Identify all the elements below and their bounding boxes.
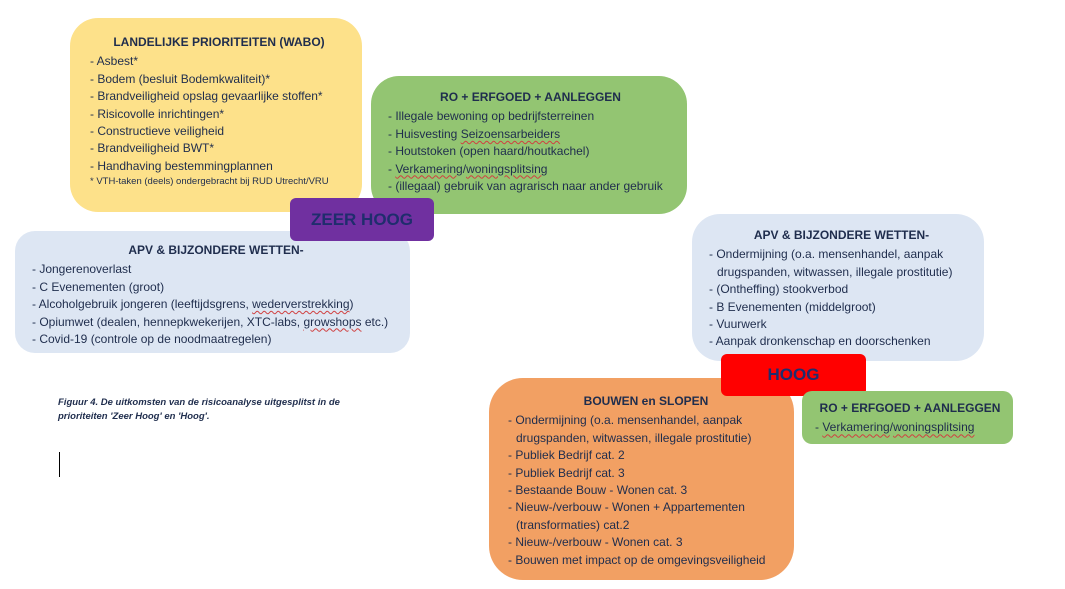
list-item: - Alcoholgebruik jongeren (leeftijdsgren… [32, 297, 354, 312]
list-item: - Bestaande Bouw - Wonen cat. 3 [508, 483, 688, 498]
list-item: drugspanden, witwassen, illegale prostit… [717, 264, 953, 279]
list-item: - Ondermijning (o.a. mensenhandel, aanpa… [709, 247, 944, 262]
list-item: - Jongerenoverlast [32, 262, 132, 277]
bouwen-slopen-box: BOUWEN en SLOPEN - Ondermijning (o.a. me… [489, 378, 794, 580]
apv-zeer-hoog-box: APV & BIJZONDERE WETTEN- - Jongerenoverl… [15, 231, 410, 353]
ro-erfgoed-zeer-hoog-box: RO + ERFGOED + AANLEGGEN - Illegale bewo… [371, 76, 687, 214]
list-item: - Huisvesting Seizoensarbeiders [388, 126, 561, 141]
list-item: - Nieuw-/verbouw - Wonen cat. 3 [508, 535, 683, 550]
list-item: - Constructieve veiligheid [90, 124, 225, 139]
ro-erfgoed-title: RO + ERFGOED + AANLEGGEN [440, 90, 621, 104]
landelijke-prioriteiten-box: LANDELIJKE PRIORITEITEN (WABO) - Asbest*… [70, 18, 362, 212]
list-item: - Publiek Bedrijf cat. 3 [508, 465, 625, 480]
list-item: - (illegaal) gebruik van agrarisch naar … [388, 179, 663, 194]
list-item: - C Evenementen (groot) [32, 279, 165, 294]
figure-caption: Figuur 4. De uitkomsten van de risicoana… [58, 397, 340, 422]
list-item: - Asbest* [90, 54, 139, 69]
list-item: (transformaties) cat.2 [516, 517, 630, 532]
apv-list: - Jongerenoverlast - C Evenementen (groo… [32, 261, 400, 348]
ro-erfgoed-list: - Verkamering/woningsplitsing [815, 419, 1005, 436]
list-item: drugspanden, witwassen, illegale prostit… [516, 430, 752, 445]
hoog-badge: HOOG [721, 354, 866, 396]
landelijke-prioriteiten-title: LANDELIJKE PRIORITEITEN (WABO) [113, 35, 325, 49]
list-item: - Bouwen met impact op de omgevingsveili… [508, 552, 766, 567]
list-item: - Houtstoken (open haard/houtkachel) [388, 144, 590, 159]
apv-title: APV & BIJZONDERE WETTEN- [753, 228, 930, 242]
footnote: * VTH-taken (deels) ondergebracht bij RU… [90, 176, 329, 188]
list-item: - Covid-19 (controle op de noodmaatregel… [32, 332, 272, 347]
list-item: - Ondermijning (o.a. mensenhandel, aanpa… [508, 413, 743, 428]
apv-hoog-box: APV & BIJZONDERE WETTEN- - Ondermijning … [692, 214, 984, 361]
apv-list: - Ondermijning (o.a. mensenhandel, aanpa… [709, 246, 974, 350]
list-item: - Bodem (besluit Bodemkwaliteit)* [90, 71, 271, 86]
list-item: - B Evenementen (middelgroot) [709, 299, 876, 314]
landelijke-prioriteiten-list: - Asbest* - Bodem (besluit Bodemkwalitei… [90, 53, 348, 189]
ro-erfgoed-title: RO + ERFGOED + AANLEGGEN [819, 401, 1001, 415]
list-item: - Verkamering/woningsplitsing [815, 420, 975, 435]
zeer-hoog-badge: ZEER HOOG [290, 198, 434, 241]
list-item: - Verkamering/woningsplitsing [388, 161, 548, 176]
list-item: - Opiumwet (dealen, hennepkwekerijen, XT… [32, 314, 389, 329]
list-item: - Brandveiligheid opslag gevaarlijke sto… [90, 89, 323, 104]
list-item: - Illegale bewoning op bedrijfsterreinen [388, 109, 595, 124]
list-item: - Brandveiligheid BWT* [90, 141, 215, 156]
text-cursor [59, 452, 60, 477]
ro-erfgoed-hoog-box: RO + ERFGOED + AANLEGGEN - Verkamering/w… [802, 391, 1013, 444]
list-item: - (Ontheffing) stookverbod [709, 282, 849, 297]
list-item: - Handhaving bestemmingplannen [90, 158, 273, 173]
list-item: - Vuurwerk [709, 317, 767, 332]
list-item: - Risicovolle inrichtingen* [90, 106, 225, 121]
bouwen-slopen-list: - Ondermijning (o.a. mensenhandel, aanpa… [508, 412, 784, 569]
list-item: - Aanpak dronkenschap en doorschenken [709, 334, 931, 349]
bouwen-slopen-title: BOUWEN en SLOPEN [583, 394, 709, 408]
apv-title: APV & BIJZONDERE WETTEN- [128, 243, 304, 257]
list-item: - Publiek Bedrijf cat. 2 [508, 448, 625, 463]
ro-erfgoed-list: - Illegale bewoning op bedrijfsterreinen… [388, 108, 673, 195]
list-item: - Nieuw-/verbouw - Wonen + Appartementen [508, 500, 745, 515]
